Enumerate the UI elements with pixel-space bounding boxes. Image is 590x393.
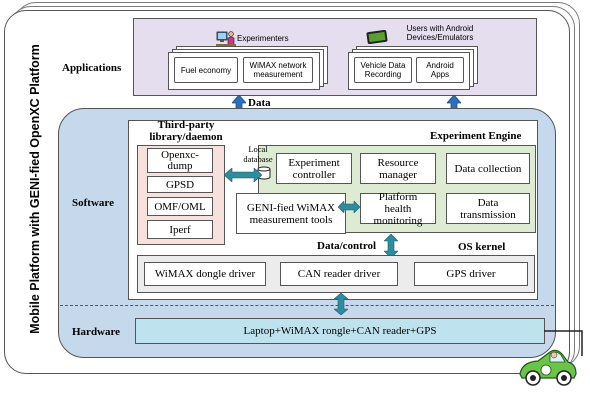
kernel-hardware-double-arrow — [333, 292, 349, 316]
applications-layer-label: Applications — [62, 62, 122, 74]
module-data-collection: Data collection — [446, 153, 530, 184]
third-party-title-text: Third-party library/daemon — [149, 119, 223, 143]
hardware-box: Laptop+WiMAX rongle+CAN reader+GPS — [135, 318, 545, 344]
app-android-apps: Android Apps — [416, 57, 464, 83]
app-wimax-network-measurement: WiMAX network measurement — [243, 57, 313, 83]
experimenters-label: Experimenters — [237, 34, 289, 43]
data-label: Data — [248, 97, 271, 109]
driver-wimax-dongle: WiMAX dongle driver — [144, 262, 266, 286]
android-users-label: Users with Android Devices/Emulators — [406, 24, 474, 42]
local-database-text: Local database — [243, 144, 273, 164]
data-control-label: Data/control — [317, 240, 377, 252]
lib-openxc-dump: Openxc-dump — [147, 148, 213, 173]
third-party-title: Third-party library/daemon — [136, 119, 236, 143]
module-platform-health-monitoring: Platform health monitoring — [360, 191, 436, 227]
android-device-icon — [366, 29, 388, 45]
platform-title-text: Mobile Platform with GENI-fied OpenXC Pl… — [28, 44, 42, 334]
database-icon — [257, 166, 271, 180]
person-at-computer-icon — [216, 30, 236, 48]
os-kernel-title: OS kernel — [458, 241, 506, 253]
hardware-layer-label: Hardware — [72, 326, 121, 338]
local-database-label: Local database — [238, 144, 278, 164]
experiment-engine-title: Experiment Engine — [430, 130, 522, 142]
lib-omf-oml: OMF/OML — [147, 197, 213, 216]
app-fuel-economy: Fuel economy — [174, 57, 238, 83]
module-resource-manager: Resource manager — [360, 153, 436, 184]
software-layer-label: Software — [72, 197, 114, 209]
platform-title: Mobile Platform with GENI-fied OpenXC Pl… — [28, 24, 42, 354]
car-icon — [516, 344, 578, 388]
module-experiment-controller: Experiment controller — [276, 153, 352, 184]
geni-wimax-measurement-tools: GENI-fied WiMAX measurement tools — [236, 193, 346, 234]
third-party-engine-double-arrow — [223, 167, 263, 183]
module-data-transmission: Data transmission — [446, 193, 530, 224]
driver-gps: GPS driver — [414, 262, 528, 286]
lib-gpsd: GPSD — [147, 176, 213, 193]
tools-engine-double-arrow — [337, 200, 361, 214]
software-hardware-divider — [60, 305, 554, 306]
driver-can-reader: CAN reader driver — [280, 262, 398, 286]
app-vehicle-data-recording: Vehicle Data Recording — [354, 57, 412, 83]
hardware-car-connector — [544, 328, 590, 358]
lib-iperf: Iperf — [147, 220, 213, 239]
